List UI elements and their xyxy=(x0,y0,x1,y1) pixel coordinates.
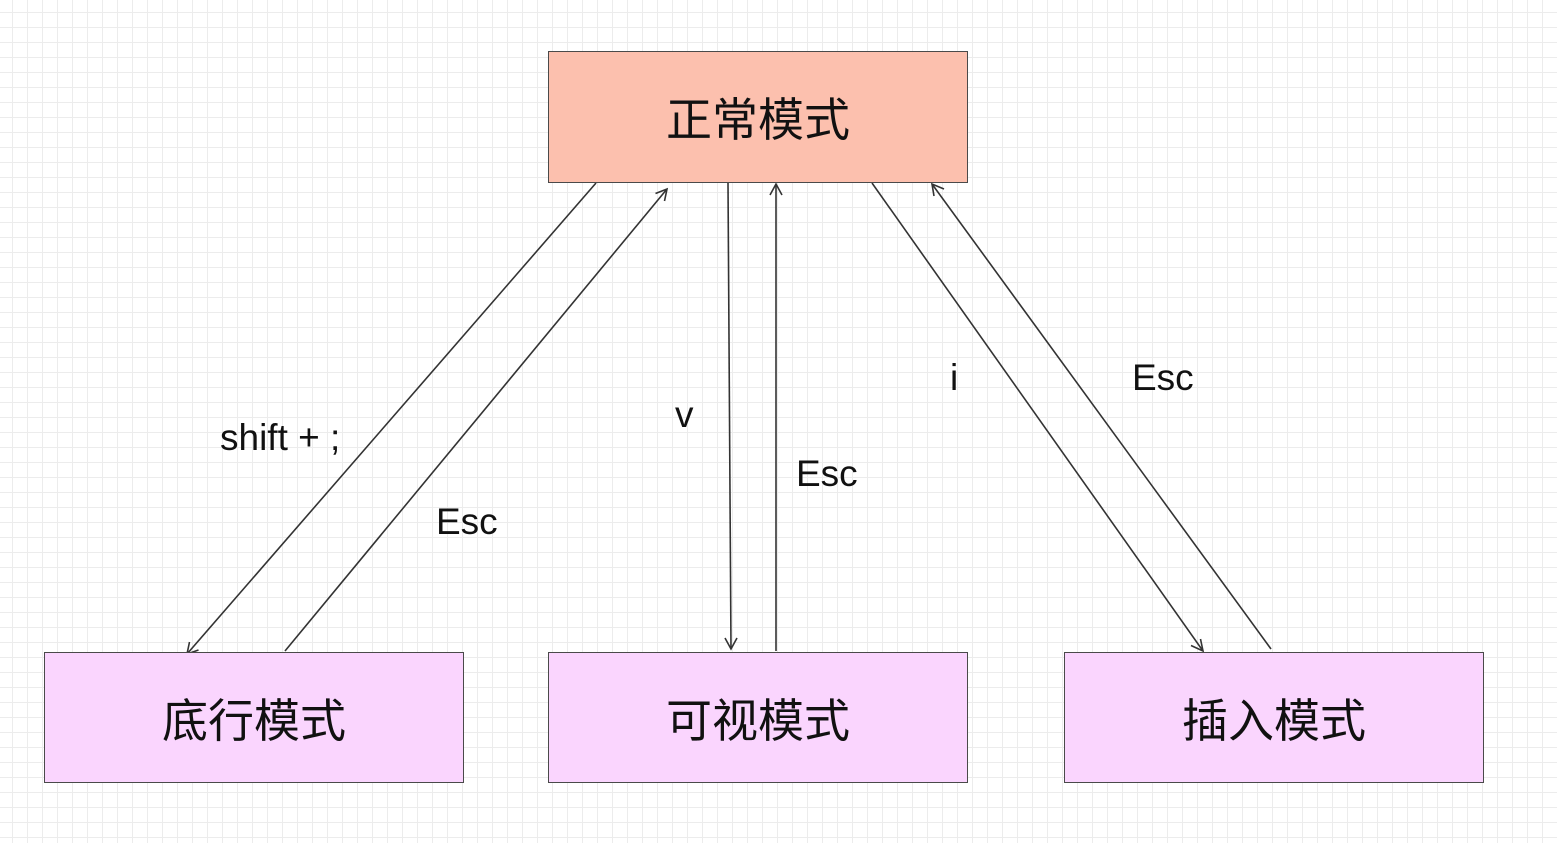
arrowhead-to-insert xyxy=(1190,638,1205,653)
command-line-mode-label: 底行模式 xyxy=(162,693,346,748)
edge-label-shift-semicolon: shift + ; xyxy=(220,417,341,458)
edge-to-visual xyxy=(727,182,732,650)
arrowhead-from-cmdline xyxy=(655,187,669,202)
edge-label-visual-esc: Esc xyxy=(796,453,858,494)
visual-mode-label: 可视模式 xyxy=(666,693,850,748)
edge-label-cmdline-esc: Esc xyxy=(436,501,498,542)
edge-label-v: v xyxy=(675,394,694,435)
edge-to-cmdline xyxy=(186,182,597,655)
normal-mode-node: 正常模式 xyxy=(548,51,968,183)
arrowhead-from-insert xyxy=(930,182,945,197)
edge-to-insert xyxy=(871,182,1204,652)
edge-label-i: i xyxy=(950,357,959,398)
insert-mode-label: 插入模式 xyxy=(1182,693,1366,748)
command-line-mode-node: 底行模式 xyxy=(44,652,464,783)
arrowhead-to-visual xyxy=(724,637,738,651)
arrowhead-from-visual xyxy=(769,182,783,196)
edge-from-cmdline xyxy=(284,188,668,652)
visual-mode-node: 可视模式 xyxy=(548,652,968,783)
edge-from-insert xyxy=(931,183,1272,650)
normal-mode-label: 正常模式 xyxy=(666,93,850,147)
edge-label-insert-esc: Esc xyxy=(1132,357,1194,398)
insert-mode-node: 插入模式 xyxy=(1064,652,1484,783)
